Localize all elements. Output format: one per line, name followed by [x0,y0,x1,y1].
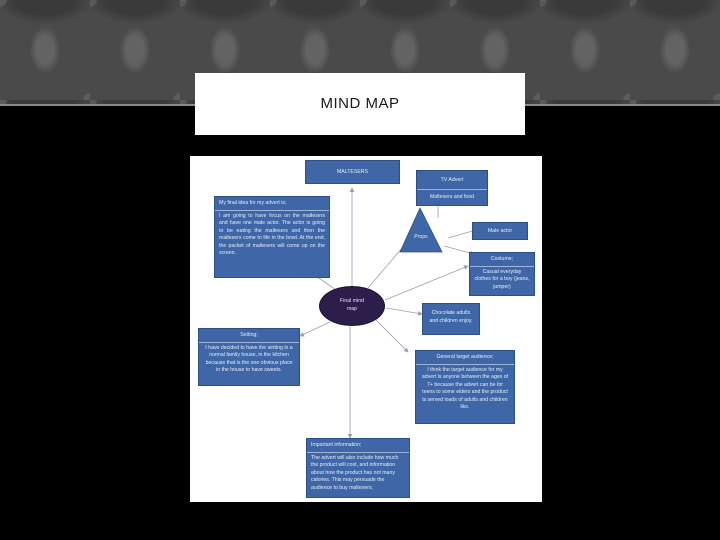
node-info: Important information; The advert will a… [306,438,410,498]
node-maltesers: MALTESERS [305,160,400,184]
node-male-actor: Male actor [472,222,528,240]
center-line-1: Final mind [340,298,364,304]
node-idea: My final idea for my advert is; I am goi… [214,196,330,278]
node-chocolate: Chocolate adults and children enjoy. [422,303,480,335]
node-tv-advert: TV Advert Maltesers and food [416,170,488,206]
node-setting: Setting; I have decided to have the sett… [198,328,300,386]
damask-background [0,0,720,104]
props-triangle [399,207,443,253]
connector-layer [289,187,477,439]
props-label: Props [414,234,428,240]
arrow-to-male-actor [447,228,477,239]
center-node: Final mind map [319,286,385,326]
arrow-to-audience [375,319,409,353]
page-title: MIND MAP [320,95,400,112]
arrow-to-chocolate [385,307,423,316]
title-box: MIND MAP [195,73,525,135]
mind-map: MALTESERS TV Advert Maltesers and food M… [190,156,542,502]
center-line-2: map [346,305,358,312]
node-audience: General target audience; I think the tar… [415,350,515,424]
node-costume: Costume; Casual everyday clothes for a b… [469,252,535,296]
arrow-to-setting [299,321,331,337]
arrow-to-costume [384,265,469,301]
